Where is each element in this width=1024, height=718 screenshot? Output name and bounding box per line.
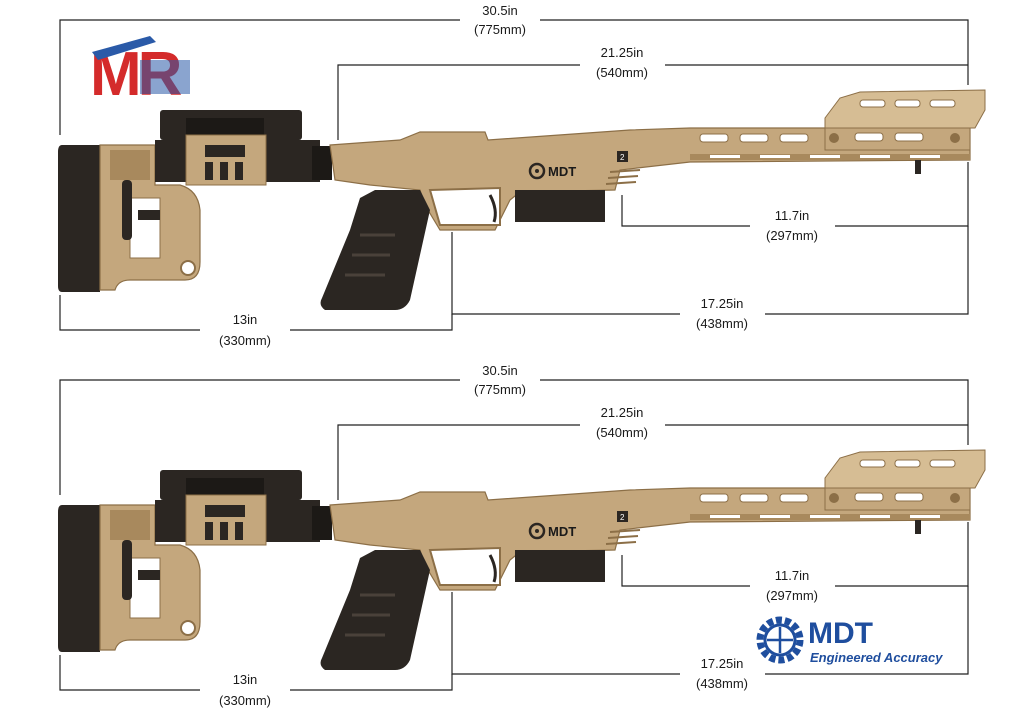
length-of-pull-mm: (330mm) xyxy=(219,693,271,708)
mag-to-forend-mm: (297mm) xyxy=(766,588,818,603)
grip-to-forend-in: 17.25in xyxy=(701,656,744,671)
chassis-drawing-top: MDT 2 xyxy=(56,88,987,312)
chassis-mark-top: MDT xyxy=(548,164,576,179)
dimension-lines-top xyxy=(59,19,969,331)
length-of-pull-mm: (330mm) xyxy=(219,333,271,348)
mag-to-forend-mm: (297mm) xyxy=(766,228,818,243)
gear-crosshair-icon xyxy=(756,616,804,664)
grip-to-forend-mm: (438mm) xyxy=(696,316,748,331)
overall-length-in: 30.5in xyxy=(482,3,517,18)
buffer-to-forend-mm: (540mm) xyxy=(596,425,648,440)
dimension-lines-bottom xyxy=(59,379,969,691)
mr-rifle-icon xyxy=(92,36,156,60)
buffer-to-forend-in: 21.25in xyxy=(601,405,644,420)
length-of-pull-in: 13in xyxy=(233,672,258,687)
dimension-labels-bottom: 30.5in (775mm) 21.25in (540mm) 11.7in (2… xyxy=(219,363,818,708)
grip-to-forend-in: 17.25in xyxy=(701,296,744,311)
mdt-logo: MDT Engineered Accuracy xyxy=(756,616,943,665)
length-of-pull-in: 13in xyxy=(233,312,258,327)
mdt-logo-name: MDT xyxy=(808,617,873,650)
grip-to-forend-mm: (438mm) xyxy=(696,676,748,691)
chassis-badge-top: 2 xyxy=(620,153,625,162)
dimension-labels-top: 30.5in (775mm) 21.25in (540mm) 11.7in (2… xyxy=(219,3,818,348)
overall-length-mm: (775mm) xyxy=(474,382,526,397)
overall-length-mm: (775mm) xyxy=(474,22,526,37)
chassis-badge-bottom: 2 xyxy=(620,513,625,522)
overall-length-in: 30.5in xyxy=(482,363,517,378)
mag-to-forend-in: 11.7in xyxy=(775,208,809,223)
chassis-drawing-bottom: MDT 2 xyxy=(56,448,987,672)
chassis-mark-bottom: MDT xyxy=(548,524,576,539)
mag-to-forend-in: 11.7in xyxy=(775,568,809,583)
buffer-to-forend-in: 21.25in xyxy=(601,45,644,60)
buffer-to-forend-mm: (540mm) xyxy=(596,65,648,80)
mr-logo: MR xyxy=(90,36,190,109)
mdt-logo-tagline: Engineered Accuracy xyxy=(810,650,943,665)
